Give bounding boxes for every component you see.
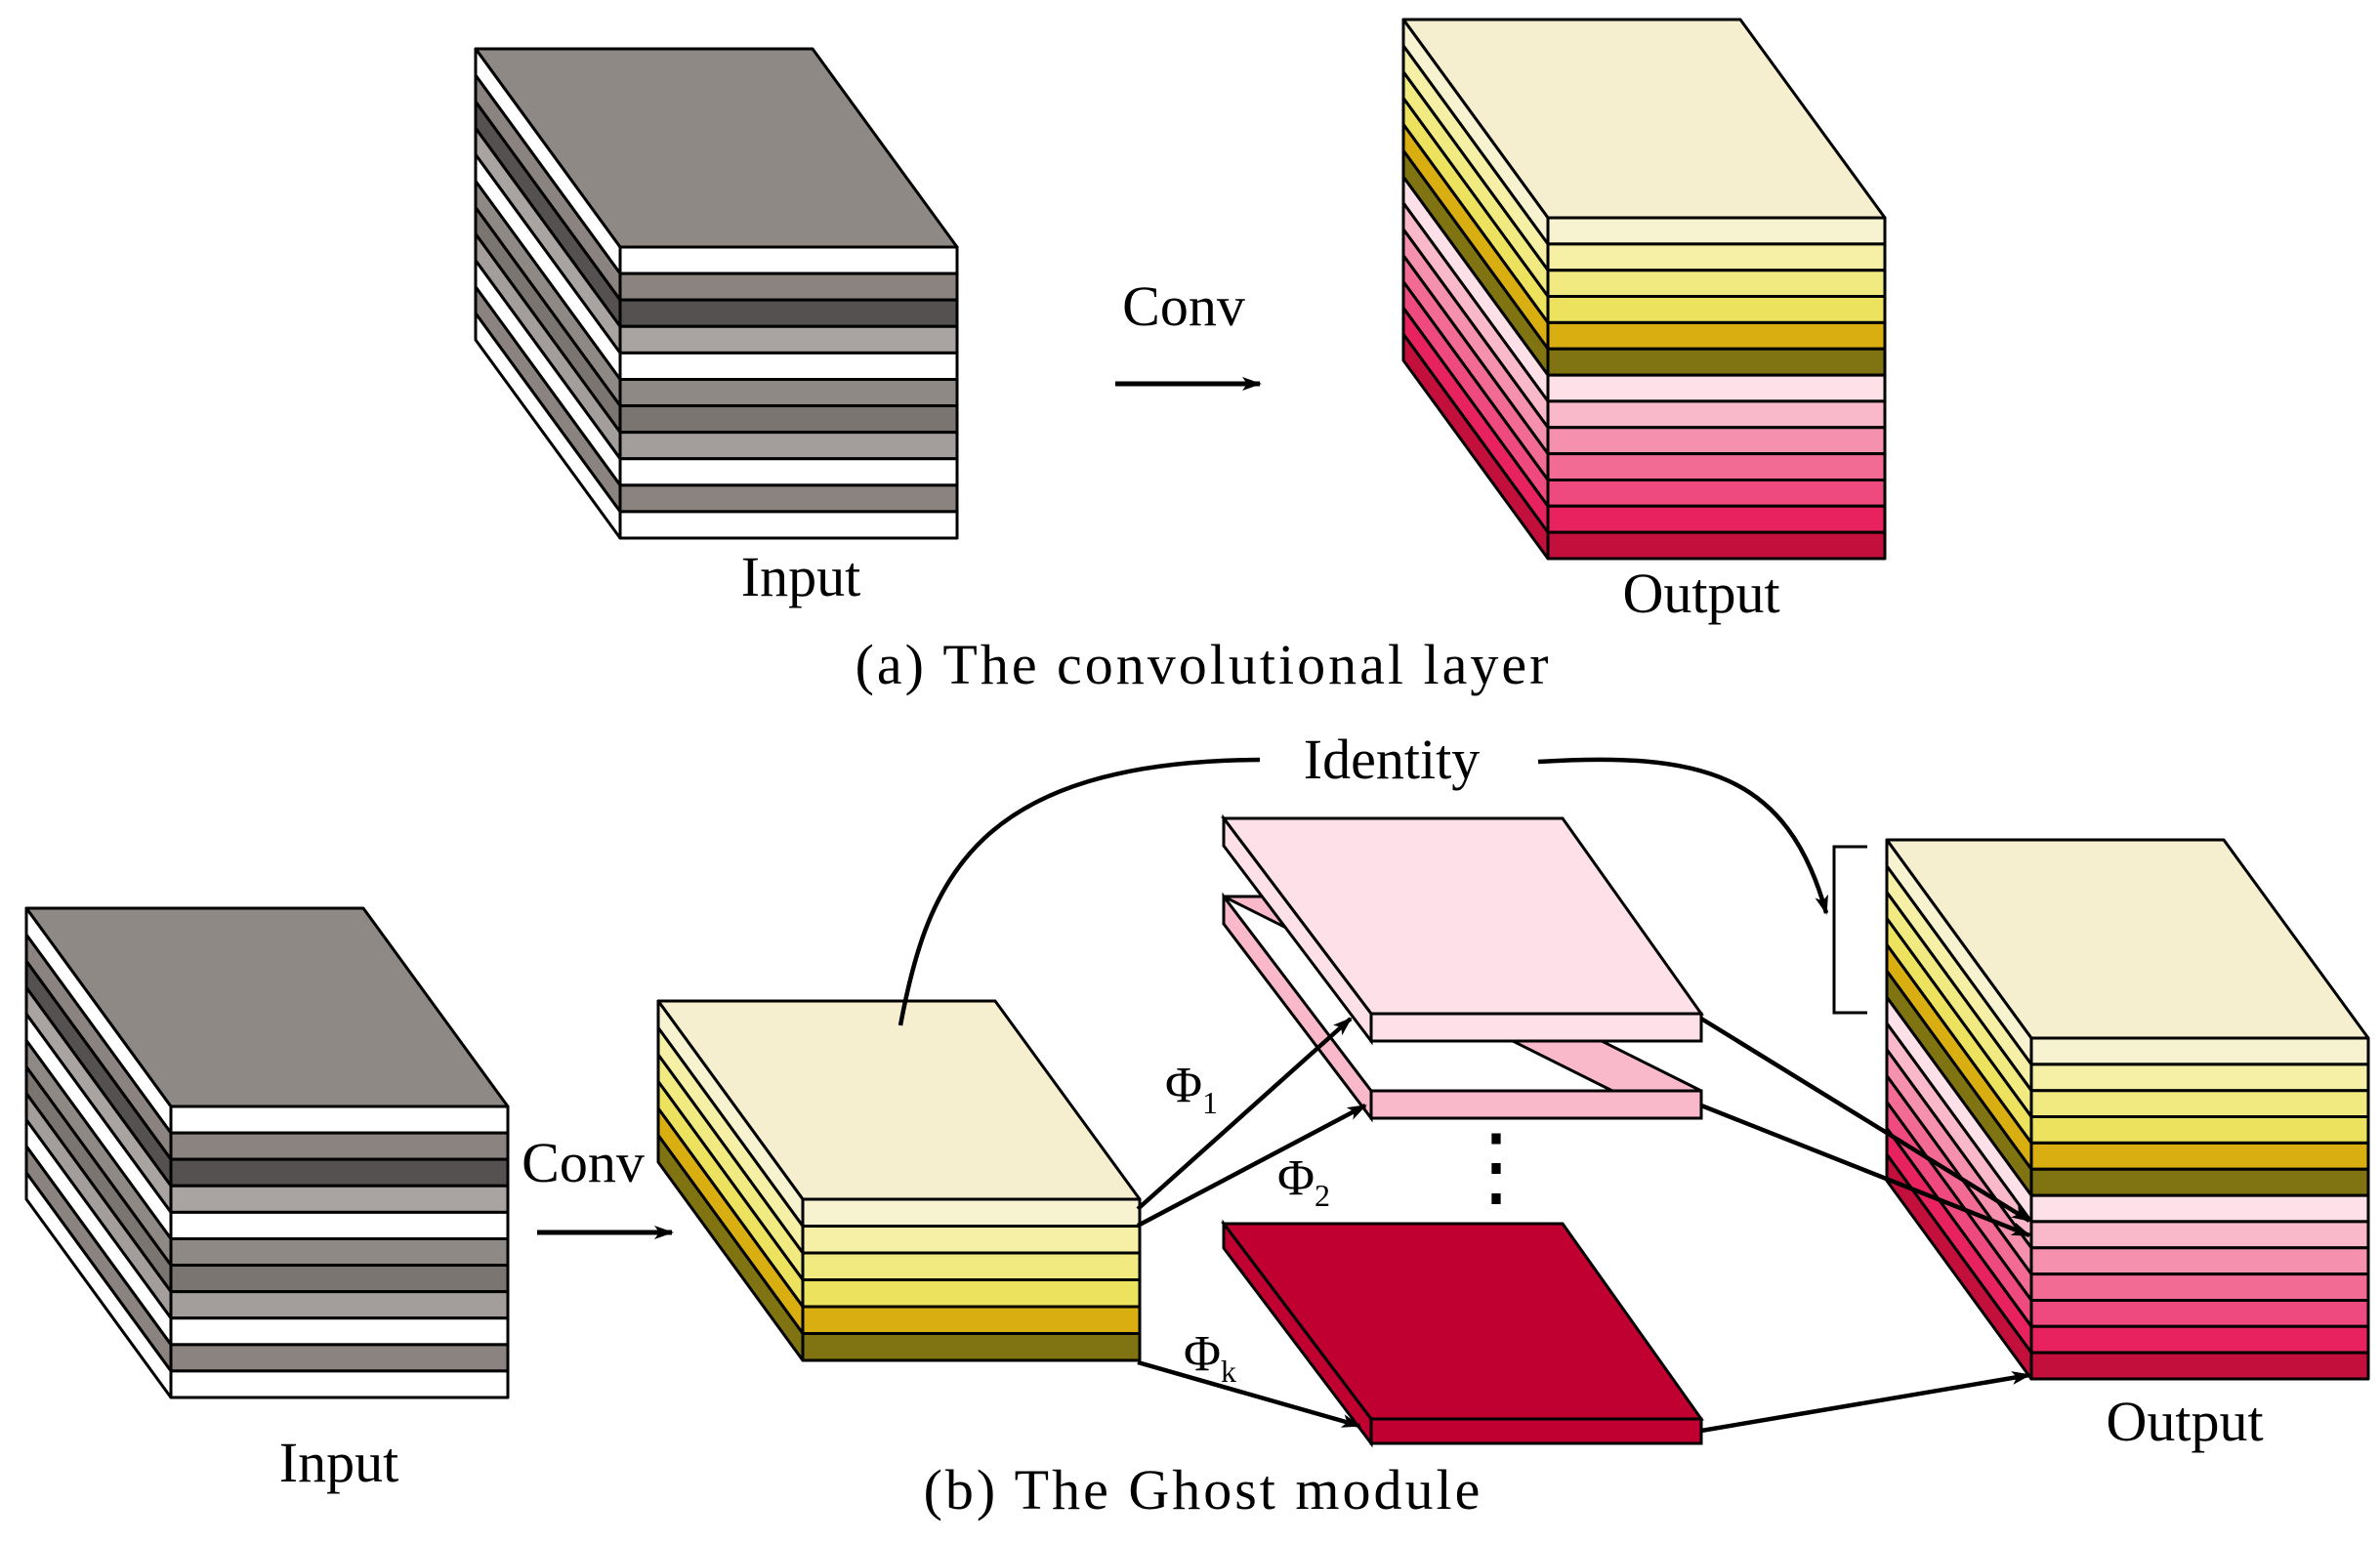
panel-b: Input Conv Identity ⋮ Φ1 Φ2 Φk bbox=[24, 728, 2370, 1522]
identity-label: Identity bbox=[1304, 728, 1480, 791]
conv-label-b: Conv bbox=[522, 1131, 645, 1194]
caption-b: (b) The Ghost module bbox=[924, 1458, 1483, 1522]
tensor-front-layer bbox=[1546, 452, 1887, 481]
tensor-front-layer bbox=[801, 1251, 1142, 1281]
tensor-front-layer bbox=[1546, 216, 1887, 246]
ghost-map-2-side bbox=[1222, 892, 1373, 1123]
output-label-a: Output bbox=[1622, 562, 1779, 625]
ghost-1-to-output-arrow bbox=[1699, 1017, 2031, 1223]
tensor-front-layer bbox=[618, 298, 959, 328]
input-tensor-b bbox=[24, 906, 510, 1399]
tensor-front-layer bbox=[1546, 478, 1887, 508]
identity-curve-left bbox=[898, 757, 1261, 1026]
caption-a: (a) The convolutional layer bbox=[856, 633, 1552, 696]
tensor-front-layer bbox=[801, 1332, 1142, 1362]
input-tensor-a bbox=[474, 47, 959, 540]
phi-1-arrow bbox=[1136, 1017, 1353, 1211]
phi-2-label: Φ2 bbox=[1277, 1150, 1330, 1213]
tensor-front-layer bbox=[618, 510, 959, 540]
tensor-front-layer bbox=[2029, 1246, 2370, 1276]
tensor-front-layer bbox=[618, 377, 959, 408]
identity-bracket bbox=[1832, 845, 1867, 1015]
tensor-front-layer bbox=[1546, 320, 1887, 351]
ghost-map-2-front bbox=[1369, 1089, 1703, 1120]
tensor-front-layer bbox=[2029, 1167, 2370, 1197]
tensor-front-layer bbox=[618, 483, 959, 514]
tensor-front-layer bbox=[618, 271, 959, 302]
tensor-front-layer bbox=[2029, 1036, 2370, 1066]
tensor-front-layer bbox=[618, 431, 959, 461]
output-tensor-a bbox=[1401, 18, 1887, 561]
tensor-front-layer bbox=[2029, 1115, 2370, 1145]
tensor-front-layer bbox=[1546, 347, 1887, 377]
tensor-front-layer bbox=[2029, 1141, 2370, 1171]
tensor-front-layer bbox=[169, 1157, 510, 1188]
input-label-b: Input bbox=[279, 1431, 398, 1494]
phi-k-arrow bbox=[1137, 1359, 1361, 1429]
tensor-front-layer bbox=[618, 351, 959, 381]
tensor-front-layer bbox=[801, 1197, 1142, 1228]
ghost-map-k-side bbox=[1222, 1219, 1373, 1448]
phi-k-label: Φk bbox=[1184, 1326, 1236, 1389]
output-tensor-b bbox=[1885, 838, 2370, 1381]
ellipsis-symbol: ⋮ bbox=[1452, 1119, 1540, 1216]
tensor-front-layer bbox=[2029, 1324, 2370, 1355]
tensor-front-layer bbox=[1546, 242, 1887, 272]
tensor-front-layer bbox=[1546, 373, 1887, 403]
ghost-2-to-output-arrow bbox=[1700, 1103, 2031, 1238]
input-label-a: Input bbox=[741, 545, 860, 608]
tensor-front-layer bbox=[169, 1236, 510, 1268]
tensor-front-layer bbox=[801, 1305, 1142, 1335]
tensor-front-layer bbox=[618, 245, 959, 275]
ghost-map-1-side bbox=[1222, 813, 1373, 1046]
tensor-front-layer bbox=[1546, 399, 1887, 430]
tensor-front-layer bbox=[169, 1105, 510, 1135]
tensor-front-layer bbox=[169, 1131, 510, 1161]
tensor-front-layer bbox=[2029, 1193, 2370, 1224]
phi-1-label: Φ1 bbox=[1165, 1058, 1218, 1120]
tensor-front-layer bbox=[618, 404, 959, 435]
panel-a: Input Conv Output (a) The convolutional … bbox=[474, 18, 1887, 696]
tensor-front-layer bbox=[2029, 1089, 2370, 1119]
tensor-front-layer bbox=[1546, 530, 1887, 561]
output-label-b: Output bbox=[2106, 1390, 2263, 1453]
tensor-front-layer bbox=[2029, 1272, 2370, 1302]
tensor-front-layer bbox=[1546, 504, 1887, 534]
tensor-front-layer bbox=[169, 1343, 510, 1373]
tensor-front-layer bbox=[169, 1210, 510, 1240]
tensor-front-layer bbox=[801, 1225, 1142, 1255]
ghost-k-to-output-arrow bbox=[1700, 1371, 2031, 1434]
tensor-front-layer bbox=[618, 457, 959, 487]
tensor-front-layer bbox=[2029, 1298, 2370, 1328]
ghost-map-k-front bbox=[1369, 1417, 1703, 1445]
identity-curve-right bbox=[1537, 757, 1829, 915]
tensor-front-layer bbox=[1546, 269, 1887, 299]
tensor-front-layer bbox=[169, 1264, 510, 1294]
tensor-front-layer bbox=[618, 324, 959, 354]
tensor-front-layer bbox=[169, 1184, 510, 1214]
tensor-front-layer bbox=[1546, 295, 1887, 324]
tensor-front-layer bbox=[169, 1290, 510, 1320]
tensor-front-layer bbox=[2029, 1351, 2370, 1381]
tensor-front-layer bbox=[169, 1369, 510, 1399]
tensor-front-layer bbox=[2029, 1063, 2370, 1093]
phi-2-arrow bbox=[1136, 1104, 1367, 1228]
tensor-front-layer bbox=[169, 1316, 510, 1347]
tensor-front-layer bbox=[1546, 426, 1887, 456]
intrinsic-feature-maps bbox=[656, 999, 1142, 1362]
tensor-front-layer bbox=[2029, 1220, 2370, 1250]
tensor-front-layer bbox=[801, 1278, 1142, 1309]
ghost-map-1-front bbox=[1369, 1012, 1703, 1043]
conv-label-a: Conv bbox=[1122, 274, 1245, 338]
